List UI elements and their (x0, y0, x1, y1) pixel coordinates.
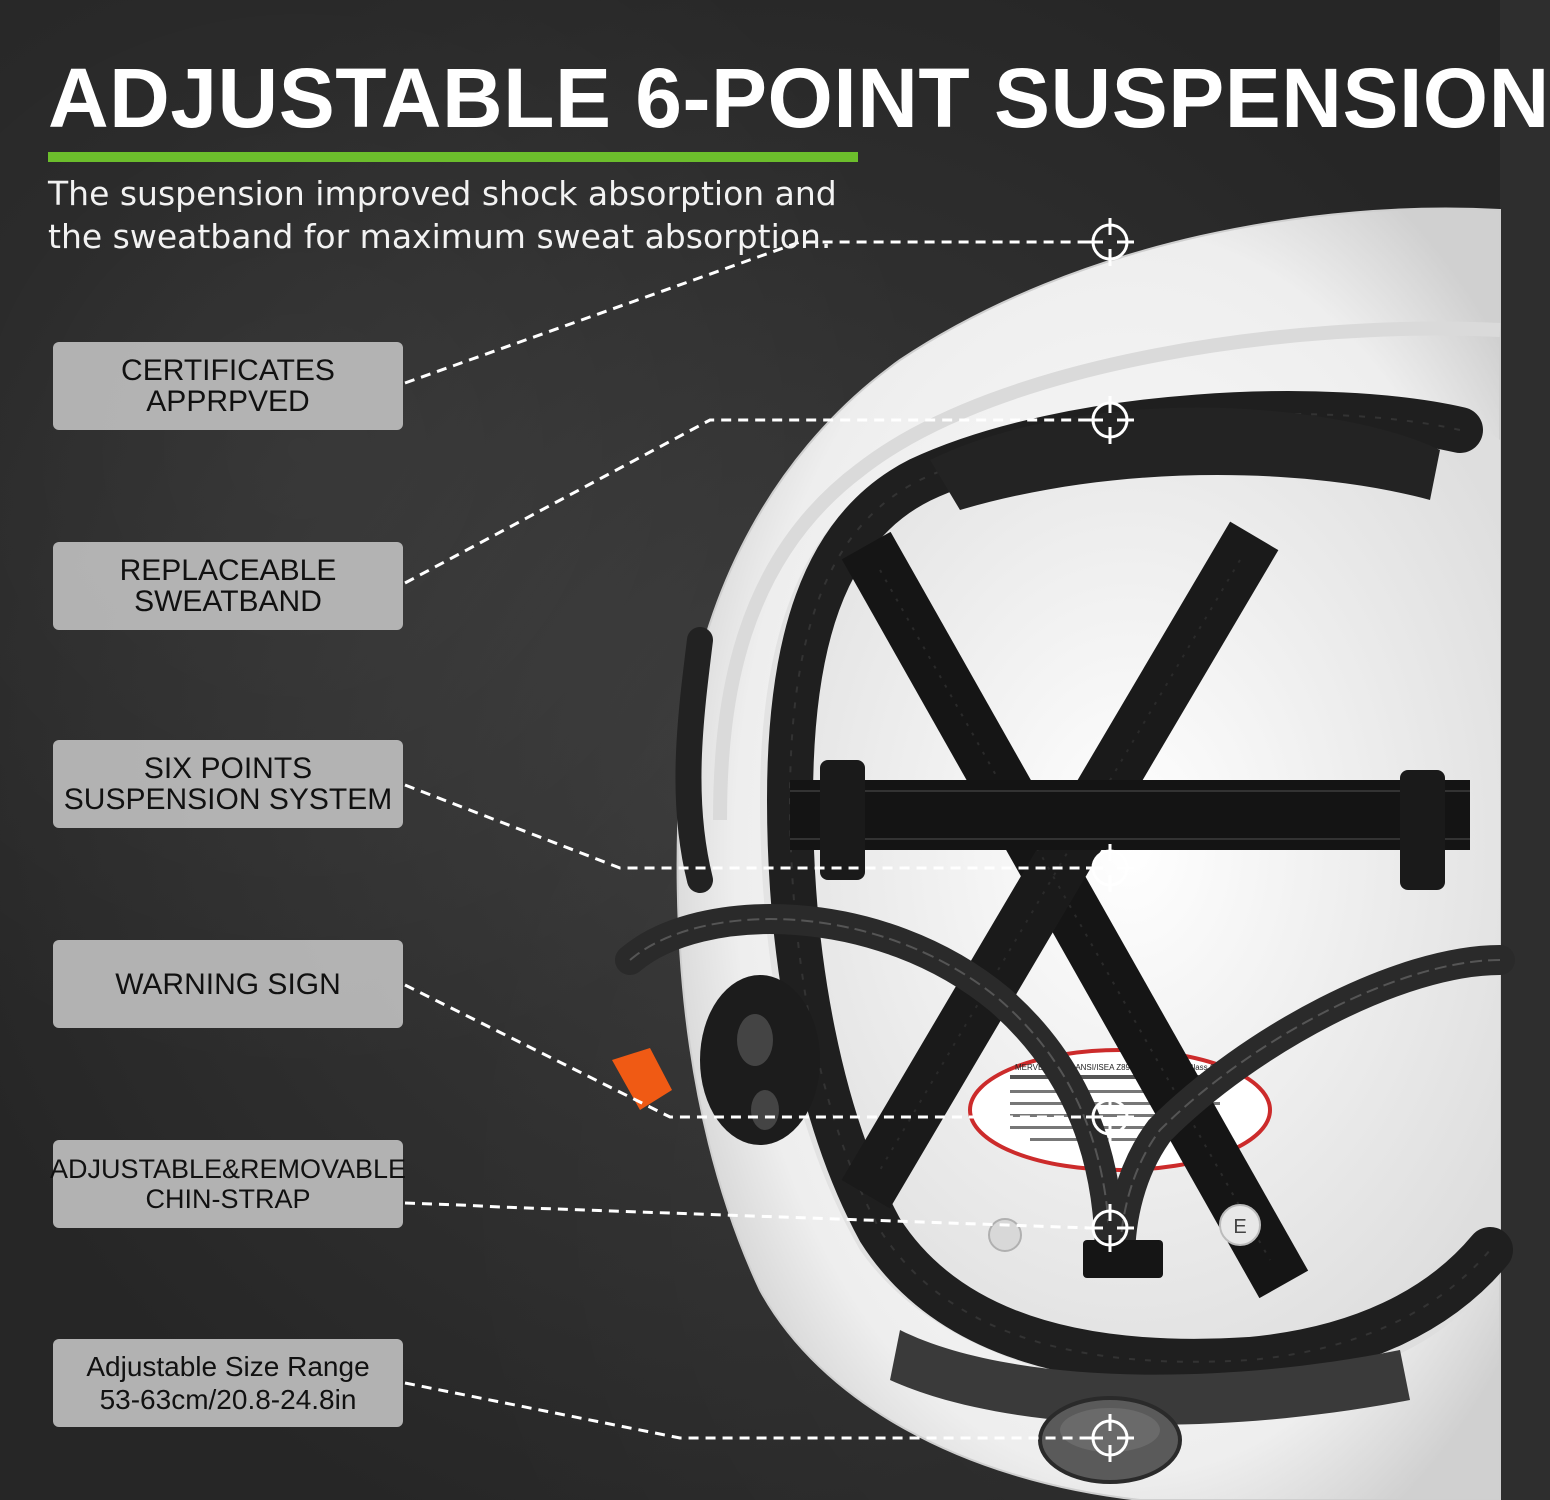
leader-line-sweatband (404, 418, 1090, 585)
subtitle: The suspension improved shock absorption… (48, 174, 837, 256)
callout-certificates: CERTIFICATES APPRPVED (53, 342, 403, 430)
rear-ratchet-band (890, 1330, 1410, 1425)
callout-size-range: Adjustable Size Range 53-63cm/20.8-24.8i… (53, 1339, 403, 1427)
callout-sweatband: REPLACEABLE SWEATBAND (53, 542, 403, 630)
leader-lines (404, 240, 1091, 1440)
leader-line-certificates (404, 240, 1090, 385)
leader-line-size (404, 1381, 1090, 1440)
warning-label-title: MERVEX VENT, ANSI/ISEA Z89.1-2014, Type … (1015, 1063, 1216, 1072)
callout-label: SIX POINTS SUSPENSION SYSTEM (63, 752, 393, 816)
helmet-rim (713, 321, 1501, 821)
page-title: ADJUSTABLE 6-POINT SUSPENSION (48, 51, 1550, 145)
chin-strap-buckle (1083, 1240, 1163, 1278)
crosshair-icon (1086, 396, 1134, 444)
side-clip-left (820, 760, 865, 880)
callout-warning-sign: WARNING SIGN (53, 940, 403, 1028)
crosshair-icon (1086, 218, 1134, 266)
callout-label: ADJUSTABLE&REMOVABLE CHIN-STRAP (49, 1154, 407, 1214)
callout-suspension-system: SIX POINTS SUSPENSION SYSTEM (53, 740, 403, 828)
callout-chin-strap: ADJUSTABLE&REMOVABLE CHIN-STRAP (49, 1140, 407, 1228)
crosshair-icon (1086, 1204, 1134, 1252)
orange-buckle (612, 1048, 672, 1110)
crosshair-icon (1086, 1414, 1134, 1462)
callout-label: Adjustable Size Range 53-63cm/20.8-24.8i… (86, 1351, 370, 1415)
callout-label: REPLACEABLE SWEATBAND (119, 554, 337, 618)
crosshair-icon (1086, 1093, 1134, 1141)
callout-label: CERTIFICATES APPRPVED (121, 354, 335, 418)
pad-letter: E (1233, 1216, 1246, 1238)
callout-label: WARNING SIGN (115, 967, 341, 1001)
leader-line-chinstrap (404, 1201, 1091, 1230)
leader-line-warning (404, 983, 1090, 1119)
helmet-illustration: MERVEX VENT, ANSI/ISEA Z89.1-2014, Type … (404, 207, 1515, 1500)
crosshair-icon (1086, 844, 1134, 892)
title-underline (48, 152, 858, 162)
leader-line-suspension (404, 783, 1090, 870)
crown-pad (930, 407, 1440, 510)
side-clip-right (1400, 770, 1445, 890)
